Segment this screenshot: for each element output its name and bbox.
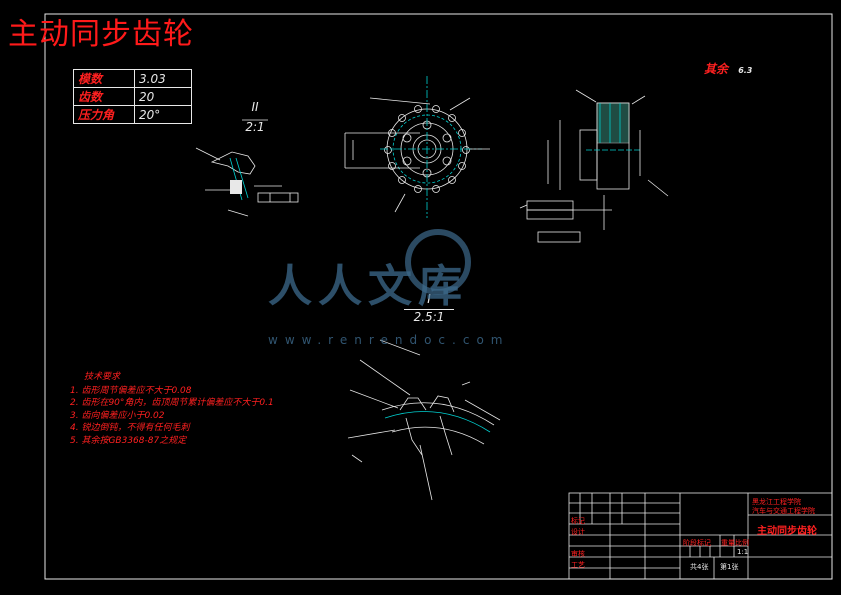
detail-i-label: I (427, 292, 431, 306)
tb-mark-label: 标记 (571, 517, 585, 525)
param-value: 20° (134, 105, 192, 124)
gear-section-view (519, 89, 669, 243)
sheet-border (44, 13, 833, 580)
param-row: 压力角 20° (73, 105, 192, 124)
gear-front-view (344, 76, 490, 218)
tb-sheet-number: 第1张 (720, 563, 739, 571)
surface-finish-note: 其余 6.3 (704, 60, 752, 77)
param-row: 模数 3.03 (73, 69, 192, 88)
requirement-item: 2. 齿形在90°角内，齿顶周节累计偏差应不大于0.1 (70, 398, 274, 408)
watermark-url: www.renrendoc.com (268, 333, 510, 347)
school-department: 汽车与交通工程学院 (752, 507, 815, 515)
gear-parameter-table: 模数 3.03 齿数 20 压力角 20° (73, 69, 192, 124)
watermark-logo-icon (405, 229, 471, 295)
technical-requirements: 技术要求 1. 齿形周节偏差应不大于0.08 2. 齿形在90°角内，齿顶周节累… (70, 371, 274, 447)
param-label: 模数 (73, 69, 135, 88)
param-row: 齿数 20 (73, 87, 192, 106)
requirement-item: 3. 齿向偏差应小于0.02 (70, 410, 165, 421)
detail-i-view (347, 339, 501, 501)
requirements-heading: 技术要求 (84, 372, 121, 382)
detail-ii-view (195, 119, 299, 217)
roughness-symbol-icon: 6.3 (738, 66, 753, 75)
tb-process-label: 工艺 (571, 561, 585, 569)
tb-design-label: 设计 (571, 528, 585, 536)
tb-scale-value: 1:1 (737, 548, 749, 556)
part-name: 主动同步齿轮 (757, 526, 817, 537)
tb-stage-label: 阶段标记 (683, 539, 711, 547)
watermark-text: 人人文库 (268, 261, 468, 312)
drawing-title: 主动同步齿轮 (8, 17, 194, 52)
param-label: 压力角 (73, 105, 135, 124)
requirement-item: 4. 锐边倒钝，不得有任何毛刺 (70, 423, 190, 433)
requirement-item: 1. 齿形周节偏差应不大于0.08 (70, 385, 192, 396)
param-value: 3.03 (134, 69, 192, 88)
tb-review-label: 审核 (571, 550, 585, 558)
tb-ratio-label: 比例 (735, 539, 749, 547)
tb-weight-label: 重量 (721, 539, 735, 547)
school-name: 黑龙江工程学院 (752, 498, 801, 506)
tb-sheet-count: 共4张 (690, 563, 709, 571)
detail-ii-scale: 2:1 (245, 120, 265, 134)
remaining-label: 其余 (704, 62, 729, 76)
title-block (568, 492, 833, 580)
requirement-item: 5. 其余按GB3368-87之规定 (70, 435, 187, 446)
param-label: 齿数 (73, 87, 135, 106)
param-value: 20 (134, 87, 192, 106)
detail-ii-label: II (251, 100, 259, 114)
detail-i-scale: 2.5:1 (404, 309, 454, 324)
